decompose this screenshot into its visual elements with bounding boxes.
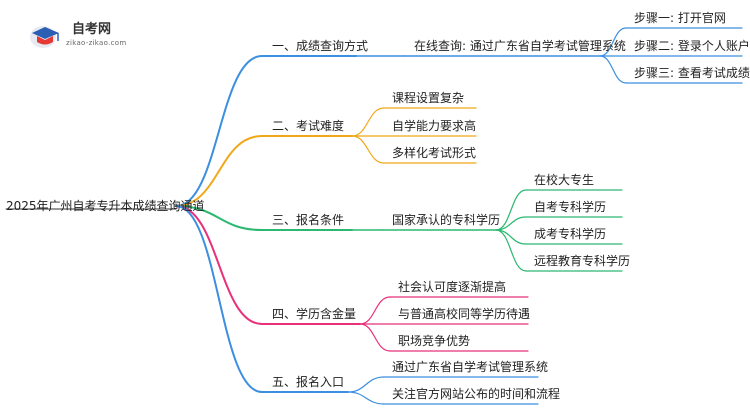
leaf-connector <box>495 189 527 231</box>
leaf-connector <box>495 229 527 272</box>
leaf-topic: 步骤一: 打开官网 <box>634 11 726 25</box>
leaf-topic: 自学能力要求高 <box>392 119 477 133</box>
leaf-topic: 与普通高校同等学历待遇 <box>398 307 531 321</box>
leaf-topic: 步骤三: 查看考试成绩 <box>634 66 750 80</box>
leaf-connector <box>359 323 391 352</box>
branch-topic: 三、报名条件 <box>272 213 345 227</box>
branch-connector <box>175 205 263 393</box>
branch-topic: 一、成绩查询方式 <box>272 39 369 53</box>
connectors <box>5 27 743 405</box>
brand-url: zikao-zikao.com <box>66 39 127 47</box>
leaf-topic: 在校大专生 <box>534 173 595 187</box>
branch-topic: 二、考试难度 <box>272 119 345 133</box>
leaf-connector <box>599 27 627 57</box>
site-logo: 自考网 zikao-zikao.com <box>28 20 148 54</box>
leaf-topic: 成考专科学历 <box>534 227 607 241</box>
branch-connector <box>175 55 263 207</box>
branch-connector <box>175 205 263 325</box>
leaf-topic: 自考专科学历 <box>534 200 607 214</box>
leaf-topic: 课程设置复杂 <box>392 91 465 105</box>
branch-topic: 四、学历含金量 <box>272 307 357 321</box>
branch-connector <box>175 135 263 207</box>
leaf-topic: 通过广东省自学考试管理系统 <box>392 360 549 374</box>
leaf-topic: 步骤二: 登录个人账户 <box>634 39 750 53</box>
branch-topic: 五、报名入口 <box>272 375 345 389</box>
leaf-topic: 社会认可度逐渐提高 <box>398 280 507 294</box>
sub-topic: 在线查询: 通过广东省自学考试管理系统 <box>414 39 626 53</box>
leaf-connector <box>351 135 385 164</box>
sub-topic: 国家承认的专科学历 <box>392 213 501 227</box>
root-topic: 2025年广州自考专升本成绩查询通道 <box>6 199 205 213</box>
leaf-topic: 关注官方网站公布的时间和流程 <box>392 387 561 401</box>
leaf-connector <box>347 391 385 405</box>
leaf-connector <box>495 216 527 231</box>
leaf-topic: 多样化考试形式 <box>392 146 477 160</box>
leaf-topic: 职场竞争优势 <box>398 334 471 348</box>
leaf-connector <box>351 107 385 137</box>
leaf-connector <box>347 376 385 393</box>
leaf-topic: 远程教育专科学历 <box>534 254 631 268</box>
brand-name: 自考网 <box>72 22 112 37</box>
branch-connector <box>175 205 263 231</box>
leaf-connector <box>359 296 391 325</box>
leaf-connector <box>599 55 627 84</box>
graduation-cap-icon <box>30 26 59 48</box>
